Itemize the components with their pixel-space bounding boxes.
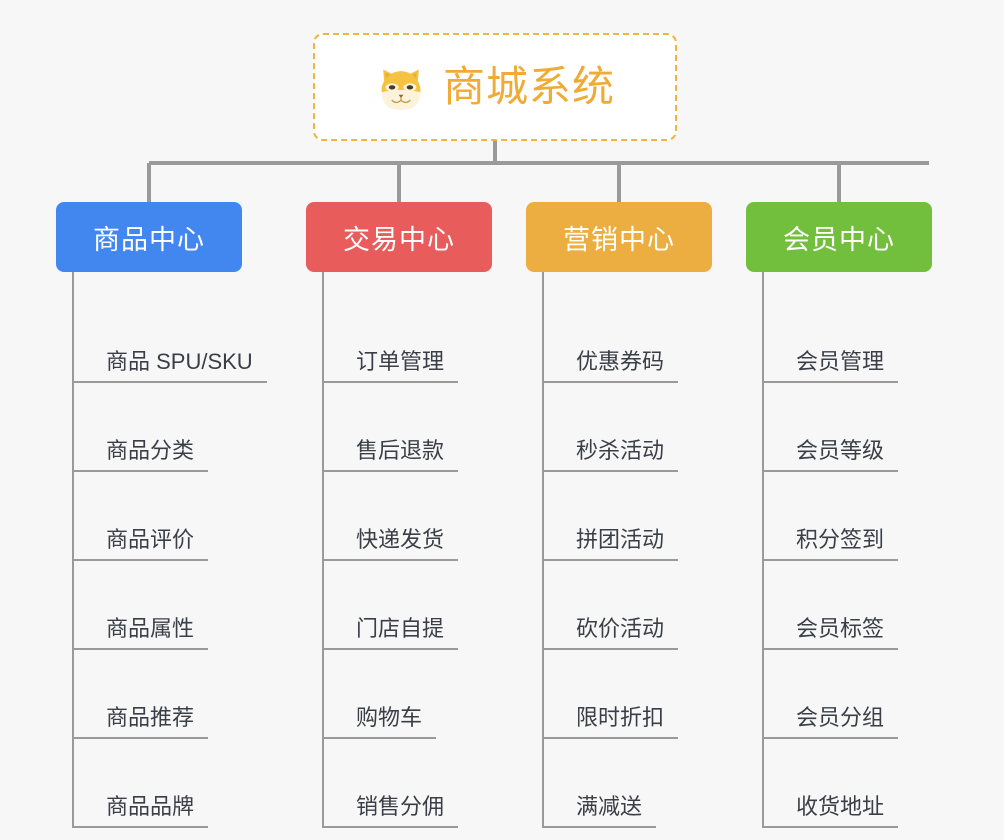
branch-column-marketing: 营销中心 优惠券码 秒杀活动 拼团活动 砍价活动 限时折扣 满减送 [526,202,716,828]
branch-item-label: 砍价活动 [542,616,679,650]
branch-item[interactable]: 快递发货 [322,472,496,561]
branch-item[interactable]: 商品推荐 [72,650,246,739]
category-header-marketing[interactable]: 营销中心 [526,202,712,272]
branch-item[interactable]: 会员等级 [762,383,936,472]
branch-item-label: 会员等级 [762,438,899,472]
branch-column-trade: 交易中心 订单管理 售后退款 快递发货 门店自提 购物车 销售分佣 [306,202,496,828]
branch-item[interactable]: 拼团活动 [542,472,716,561]
branch-item[interactable]: 订单管理 [322,294,496,383]
branch-item-label: 销售分佣 [322,794,459,828]
branch-item[interactable]: 满减送 [542,739,716,828]
branch-item[interactable]: 优惠券码 [542,294,716,383]
branch-item[interactable]: 商品属性 [72,561,246,650]
branch-item-label: 售后退款 [322,438,459,472]
branch-item-label: 会员管理 [762,349,899,383]
branch-item-label: 会员标签 [762,616,899,650]
branch-item-label: 商品推荐 [72,705,209,739]
branch-item[interactable]: 收货地址 [762,739,936,828]
root-node[interactable]: 商城系统 [313,33,677,141]
branch-item-label: 商品属性 [72,616,209,650]
branch-item-label: 会员分组 [762,705,899,739]
branch-trunk [72,272,74,828]
branch-item-label: 拼团活动 [542,527,679,561]
branch-item[interactable]: 购物车 [322,650,496,739]
branch-item[interactable]: 商品评价 [72,472,246,561]
branch-item-label: 订单管理 [322,349,459,383]
branch-item-label: 商品分类 [72,438,209,472]
branch-item-label: 限时折扣 [542,705,679,739]
branch-trunk [762,272,764,828]
branch-item[interactable]: 会员分组 [762,650,936,739]
branch-item[interactable]: 限时折扣 [542,650,716,739]
branch-item[interactable]: 商品分类 [72,383,246,472]
branch-item[interactable]: 会员标签 [762,561,936,650]
root-title: 商城系统 [442,63,615,110]
branch-item[interactable]: 商品品牌 [72,739,246,828]
branch-item-label: 优惠券码 [542,349,679,383]
branch-item-label: 快递发货 [322,527,459,561]
branch-column-member: 会员中心 会员管理 会员等级 积分签到 会员标签 会员分组 收货地址 [746,202,936,828]
branch-trunk [322,272,324,828]
branch-item[interactable]: 售后退款 [322,383,496,472]
branch-item-label: 收货地址 [762,794,899,828]
branch-list-product: 商品 SPU/SKU 商品分类 商品评价 商品属性 商品推荐 商品品牌 [56,272,267,828]
branch-list-trade: 订单管理 售后退款 快递发货 门店自提 购物车 销售分佣 [306,272,496,828]
branch-item[interactable]: 销售分佣 [322,739,496,828]
branch-item-label: 满减送 [542,794,657,828]
branch-item[interactable]: 砍价活动 [542,561,716,650]
branch-column-product: 商品中心 商品 SPU/SKU 商品分类 商品评价 商品属性 商品推荐 商品品牌 [56,202,267,828]
branch-item-label: 商品品牌 [72,794,209,828]
branch-item-label: 积分签到 [762,527,899,561]
branch-item[interactable]: 积分签到 [762,472,936,561]
branch-list-marketing: 优惠券码 秒杀活动 拼团活动 砍价活动 限时折扣 满减送 [526,272,716,828]
branch-item[interactable]: 会员管理 [762,294,936,383]
branch-list-member: 会员管理 会员等级 积分签到 会员标签 会员分组 收货地址 [746,272,936,828]
category-header-product[interactable]: 商品中心 [56,202,242,272]
branch-trunk [542,272,544,828]
branch-item-label: 秒杀活动 [542,438,679,472]
branch-item-label: 门店自提 [322,616,459,650]
branch-item[interactable]: 门店自提 [322,561,496,650]
shiba-dog-face-icon [381,69,421,111]
branch-item-label: 商品 SPU/SKU [72,349,267,383]
branch-item[interactable]: 秒杀活动 [542,383,716,472]
branch-item[interactable]: 商品 SPU/SKU [72,294,267,383]
branch-item-label: 购物车 [322,705,437,739]
category-header-member[interactable]: 会员中心 [746,202,932,272]
branch-item-label: 商品评价 [72,527,209,561]
category-header-trade[interactable]: 交易中心 [306,202,492,272]
